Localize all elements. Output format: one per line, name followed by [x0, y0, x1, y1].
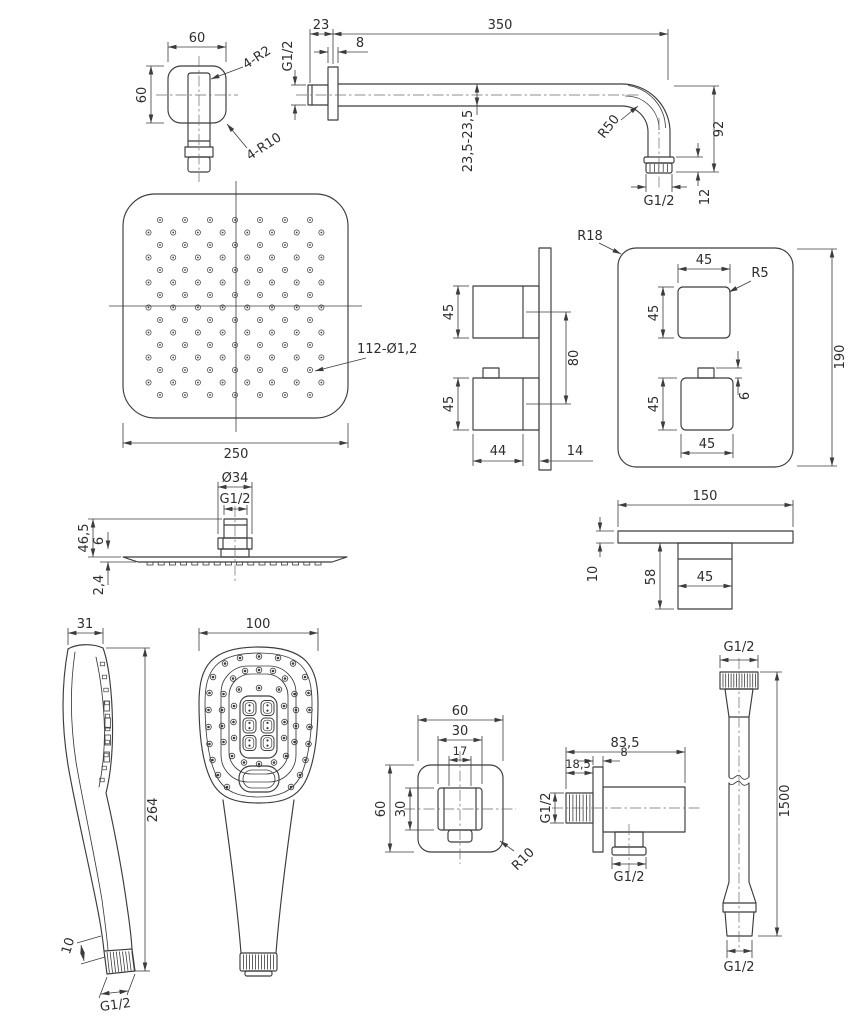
dim-arm-flange: 8 — [356, 36, 364, 51]
dim-knob-bottom-height: 45 — [647, 396, 662, 413]
dim-head-thread: G1/2 — [220, 492, 251, 507]
dim-outlet-width: 60 — [452, 704, 469, 719]
dim-plate-thickness: 10 — [586, 566, 601, 583]
dim-escutcheon-height: 60 — [135, 87, 150, 104]
dim-arm-bend-radius: R50 — [595, 112, 623, 141]
dim-outlet-nut-width: 17 — [453, 744, 468, 758]
dim-outlet-length: 83,5 — [611, 736, 640, 751]
dim-plate-width: 150 — [693, 489, 718, 504]
dim-tab-height: 6 — [738, 392, 753, 400]
dim-knob-top-height: 45 — [647, 305, 662, 322]
dim-mixer-depth: 44 — [490, 444, 507, 459]
dim-mixer-plate-thickness: 14 — [567, 444, 584, 459]
head-top-view: 250 112-Ø1,2 — [109, 181, 417, 462]
dim-arm-drop: 92 — [712, 121, 727, 138]
dim-outlet-outlet-thread: G1/2 — [614, 870, 645, 885]
dim-hand-thread: G1/2 — [99, 996, 132, 1015]
dim-outlet-inner-height: 30 — [394, 801, 409, 818]
dim-plate-knob-width: 45 — [697, 570, 714, 585]
dim-outlet-wall-depth: 18,5 — [565, 757, 591, 771]
dim-outlet-height: 60 — [374, 801, 389, 818]
dim-head-hub-offset: 6 — [92, 537, 107, 545]
dim-outlet-inlet-thread: G1/2 — [539, 793, 554, 824]
hand-shower-front-view: 100 — [198, 617, 319, 977]
dim-knob-bottom-width: 45 — [699, 437, 716, 452]
dim-mixer-knob-top: 45 — [442, 304, 457, 321]
dim-arm-inlet-thread: G1/2 — [281, 41, 296, 72]
dim-plate-knob-depth: 58 — [644, 569, 659, 586]
dim-hand-thread-offset: 10 — [59, 936, 78, 956]
dim-hose-outlet-thread: G1/2 — [724, 960, 755, 975]
dim-knob-top-width: 45 — [696, 253, 713, 268]
dim-hub-diameter: Ø34 — [222, 471, 249, 486]
plate-side-view: 150 10 58 45 — [586, 489, 794, 610]
dim-hose-length: 1500 — [778, 784, 793, 817]
dim-arm-wall-offset: 23 — [313, 18, 330, 33]
dim-hose-inlet-thread: G1/2 — [724, 640, 755, 655]
dim-arm-thread-length: 12 — [698, 189, 713, 206]
hose-view: G1/2 1500 G1/2 — [719, 640, 793, 975]
dim-mixer-spacing: 80 — [567, 350, 582, 367]
dim-outlet-inner-width: 30 — [452, 724, 469, 739]
mixer-side-view: 45 45 80 44 14 — [442, 247, 593, 471]
dim-mixer-knob-bottom: 45 — [442, 396, 457, 413]
dim-arm-length: 350 — [488, 18, 513, 33]
head-side-view: Ø34 G1/2 46,5 6 2,4 — [77, 471, 348, 596]
dim-escutcheon-outer-corner: 4-R10 — [244, 130, 284, 164]
dim-head-edge-thickness: 2,4 — [92, 575, 107, 596]
dim-arm-outlet-thread: G1/2 — [644, 194, 675, 209]
dim-knob-corner: R5 — [751, 266, 768, 281]
dim-head-nozzles: 112-Ø1,2 — [357, 342, 417, 357]
dim-hand-depth: 31 — [77, 617, 94, 632]
nozzle-grid — [145, 217, 325, 398]
outlet-side-view: 83,5 8 18,5 G1/2 G1/2 — [539, 736, 700, 885]
dim-head-width: 250 — [224, 447, 249, 462]
dim-hand-length: 264 — [146, 798, 161, 823]
dim-plate-height: 190 — [833, 345, 848, 370]
dim-escutcheon-width: 60 — [189, 31, 206, 46]
dim-plate-corner: R18 — [577, 229, 603, 244]
shower-arm-view: 23 350 8 G1/2 23,5-23,5 R50 92 12 G1/2 — [281, 18, 727, 209]
dim-escutcheon-inner-corner: 4-R2 — [240, 44, 274, 73]
hand-shower-side-view: 31 264 10 G1/2 — [59, 617, 161, 1015]
dim-arm-pipe-diameter: 23,5-23,5 — [461, 110, 476, 173]
escutcheon-view: 60 60 4-R2 4-R10 — [135, 31, 284, 182]
dim-outlet-flange: 8 — [620, 745, 627, 759]
dim-head-total-height: 46,5 — [77, 524, 92, 553]
dim-hand-width: 100 — [246, 617, 271, 632]
outlet-front-view: 60 30 17 60 30 R10 — [374, 704, 538, 874]
dim-outlet-corner: R10 — [509, 845, 538, 874]
mixer-front-view: R18 45 R5 45 45 6 45 190 — [577, 229, 848, 468]
